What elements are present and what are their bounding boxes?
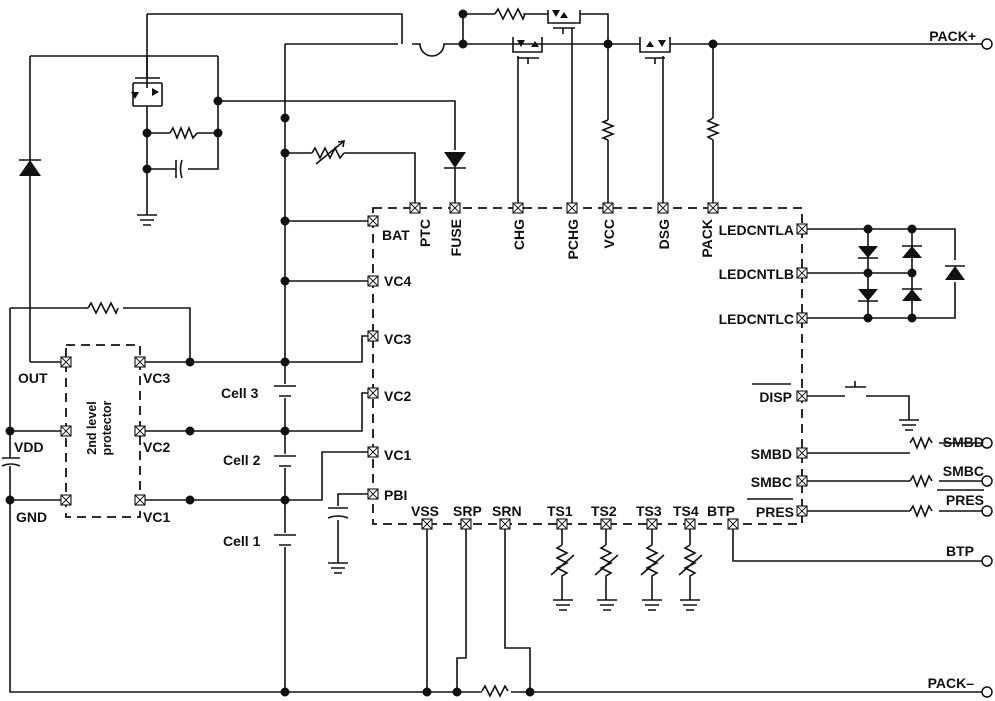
pin-box	[796, 390, 808, 402]
pin-box	[566, 202, 578, 214]
pin-box	[707, 202, 719, 214]
pin-box	[460, 518, 472, 530]
pin-label-pack: PACK	[699, 219, 715, 258]
gauge-ic-outline	[372, 207, 803, 525]
protector-pin-vdd: VDD	[14, 439, 44, 455]
pin-label-fuse: FUSE	[448, 219, 464, 256]
pin-box	[134, 494, 146, 506]
pin-label-dsg: DSG	[656, 219, 672, 249]
pin-label-vcc: VCC	[601, 219, 617, 249]
pin-box	[499, 518, 511, 530]
pin-box	[657, 202, 669, 214]
pin-box	[449, 202, 461, 214]
pin-box	[60, 425, 72, 437]
protector-title-line1: 2nd level	[85, 401, 99, 455]
terminal-label-pack-plus: PACK+	[929, 28, 976, 44]
protector-pin-out: OUT	[18, 370, 48, 386]
pin-box	[602, 202, 614, 214]
protector-title-line2: protector	[100, 400, 114, 455]
pin-box	[421, 518, 433, 530]
cell-label-3: Cell 3	[221, 385, 259, 401]
pin-box	[367, 446, 379, 458]
pin-box	[796, 447, 808, 459]
pin-label-btp: BTP	[707, 503, 735, 519]
pin-label-ledcntlc: LEDCNTLC	[719, 311, 794, 327]
thermistors	[550, 544, 703, 588]
protector-pin-vc3: VC3	[143, 370, 170, 386]
pin-box	[796, 267, 808, 279]
pin-box	[796, 223, 808, 235]
protector-pin-vc2: VC2	[143, 439, 170, 455]
diodes	[19, 56, 466, 362]
right-wires	[802, 228, 985, 512]
protector-wires	[9, 307, 285, 693]
pin-label-ts1: TS1	[547, 503, 573, 519]
pin-label-srp: SRP	[453, 503, 482, 519]
pin-box	[60, 494, 72, 506]
pin-box	[684, 518, 696, 530]
pin-box	[796, 505, 808, 517]
pin-label-ledcntlb: LEDCNTLB	[719, 266, 794, 282]
terminal-label-smbd: SMBD	[943, 434, 984, 450]
pin-label-bat: BAT	[382, 227, 410, 243]
pin-label-smbd: SMBD	[751, 446, 792, 462]
pin-box	[60, 356, 72, 368]
pin-box	[556, 518, 568, 530]
resistors	[87, 7, 933, 698]
pin-box	[367, 330, 379, 342]
leds	[858, 245, 965, 302]
mosfets	[131, 10, 671, 107]
cell-batteries	[274, 384, 296, 547]
pin-label-smbc: SMBC	[751, 474, 792, 490]
pin-label-ts3: TS3	[636, 503, 662, 519]
pin-label-disp: DISP	[759, 389, 792, 405]
pin-box	[409, 202, 421, 214]
capacitors	[1, 159, 349, 519]
cell-label-2: Cell 2	[223, 452, 261, 468]
pin-label-ts2: TS2	[591, 503, 617, 519]
pin-box	[367, 215, 379, 227]
cell-label-1: Cell 1	[223, 533, 261, 549]
pin-label-ptc: PTC	[417, 219, 433, 247]
pin-label-ledcntla: LEDCNTLA	[719, 222, 794, 238]
output-terminals	[981, 38, 993, 698]
pin-label-srn: SRN	[492, 503, 522, 519]
pin-label-vc2: VC2	[384, 388, 411, 404]
terminal-label-pack-minus: PACK–	[928, 675, 975, 691]
pin-box	[796, 312, 808, 324]
pin-box	[796, 475, 808, 487]
pin-label-pchg: PCHG	[565, 219, 581, 260]
protector-pin-gnd: GND	[16, 509, 47, 525]
pin-label-vc4: VC4	[384, 273, 411, 289]
pin-box	[600, 518, 612, 530]
pin-label-vc1: VC1	[384, 447, 411, 463]
pin-box	[367, 275, 379, 287]
pin-box	[646, 518, 658, 530]
junction-dots	[5, 9, 917, 697]
pin-box	[134, 425, 146, 437]
terminal-label-pres: PRES	[946, 492, 984, 508]
pin-box	[367, 387, 379, 399]
terminal-label-smbc: SMBC	[943, 463, 984, 479]
terminal-label-btp: BTP	[946, 543, 974, 559]
pin-label-chg: CHG	[511, 219, 527, 250]
pin-box	[134, 356, 146, 368]
pin-label-pres: PRES	[756, 504, 794, 520]
power-path-wires	[30, 13, 985, 692]
bottom-wires	[285, 524, 985, 693]
pin-label-vc3: VC3	[384, 331, 411, 347]
pin-label-vss: VSS	[411, 503, 439, 519]
pin-box	[367, 488, 379, 500]
pin-box	[727, 518, 739, 530]
pin-label-ts4: TS4	[673, 503, 699, 519]
protector-pin-vc1: VC1	[143, 509, 170, 525]
pin-label-pbi: PBI	[384, 487, 407, 503]
pin-boxes	[60, 202, 808, 530]
pin-box	[512, 202, 524, 214]
